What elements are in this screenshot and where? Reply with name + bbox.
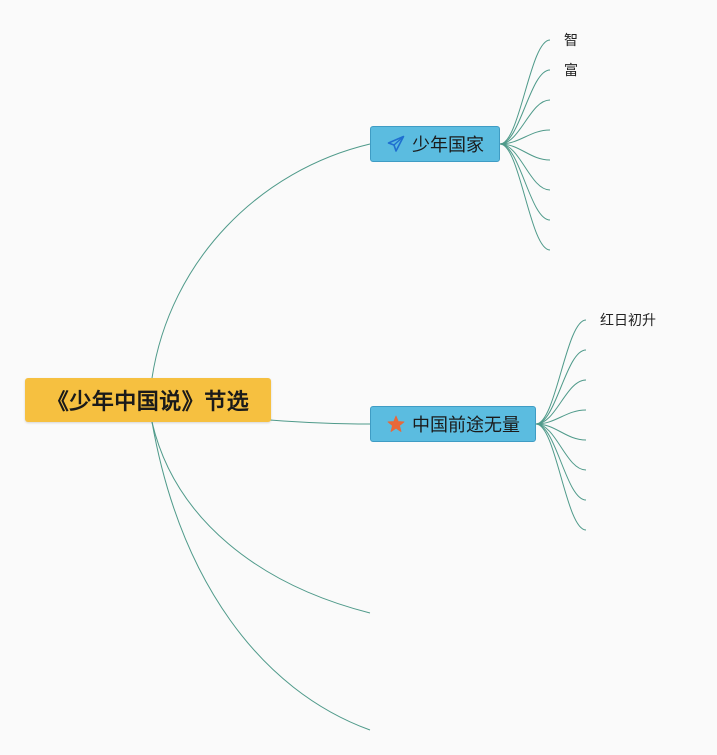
link-b2-c1 xyxy=(535,319,587,425)
link-root-branch-3 xyxy=(151,421,371,614)
link-b1-c4 xyxy=(499,129,551,145)
paper-plane-icon xyxy=(386,134,406,154)
root-topic[interactable]: 《少年中国说》节选 xyxy=(25,378,271,422)
link-b1-c2 xyxy=(499,69,551,145)
link-b1-c1 xyxy=(499,39,551,145)
link-root-branch-4 xyxy=(151,421,371,731)
branch-topic-qiantu-wuliang[interactable]: 中国前途无量 xyxy=(370,406,536,442)
link-b2-c8 xyxy=(535,423,587,531)
branch-topic-label: 中国前途无量 xyxy=(412,415,520,436)
leaf-topic-hongri-chusheng[interactable]: 红日初升 xyxy=(600,313,656,329)
root-topic-label: 《少年中国说》节选 xyxy=(46,390,250,415)
leaf-topic-fu[interactable]: 富 xyxy=(564,63,578,79)
link-b1-c8 xyxy=(499,143,551,251)
link-b2-c7 xyxy=(535,423,587,501)
leaf-topic-zhi[interactable]: 智 xyxy=(564,33,578,49)
link-b2-c4 xyxy=(535,409,587,425)
link-b1-c7 xyxy=(499,143,551,221)
branch-topic-shaonian-guojia[interactable]: 少年国家 xyxy=(370,126,500,162)
link-root-branch-1 xyxy=(151,143,371,379)
link-b1-c6 xyxy=(499,143,551,191)
link-b2-c2 xyxy=(535,349,587,425)
link-b1-c3 xyxy=(499,99,551,145)
star-icon xyxy=(386,414,406,434)
link-b2-c3 xyxy=(535,379,587,425)
link-b2-c6 xyxy=(535,423,587,471)
branch-topic-label: 少年国家 xyxy=(412,135,484,156)
link-root-branch-2 xyxy=(269,419,371,425)
